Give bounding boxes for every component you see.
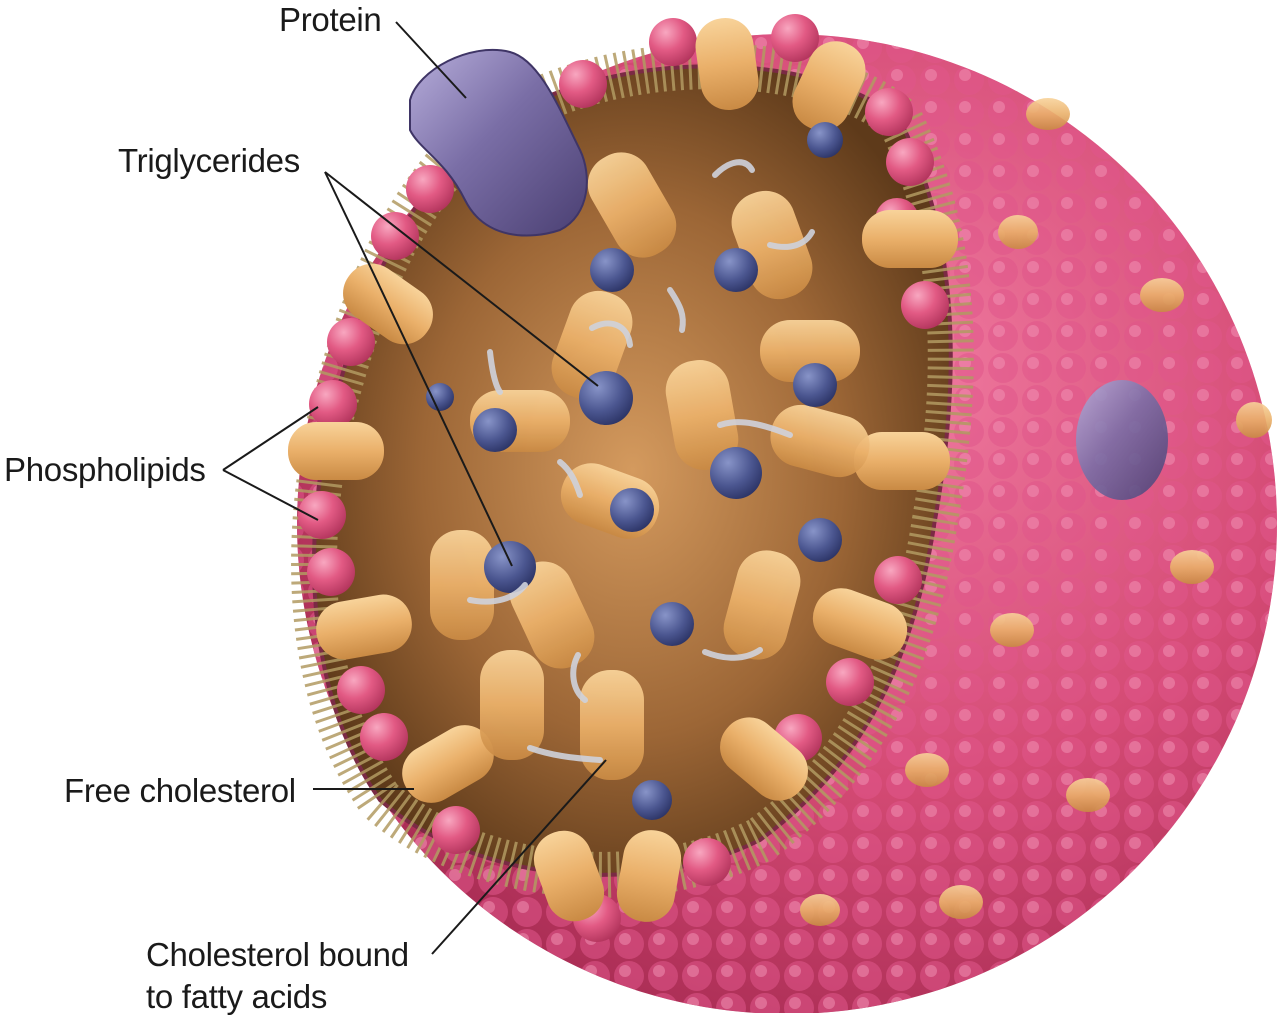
label-phospholipids: Phospholipids	[4, 450, 206, 490]
surface-protein	[1076, 380, 1168, 500]
label-cholesterol-bound: Cholesterol bound to fatty acids	[146, 934, 409, 1018]
label-triglycerides: Triglycerides	[118, 141, 300, 181]
label-cholesterol-bound-line2: to fatty acids	[146, 976, 409, 1018]
label-protein: Protein	[279, 0, 381, 40]
label-cholesterol-bound-line1: Cholesterol bound	[146, 934, 409, 976]
label-free-cholesterol: Free cholesterol	[64, 771, 296, 811]
